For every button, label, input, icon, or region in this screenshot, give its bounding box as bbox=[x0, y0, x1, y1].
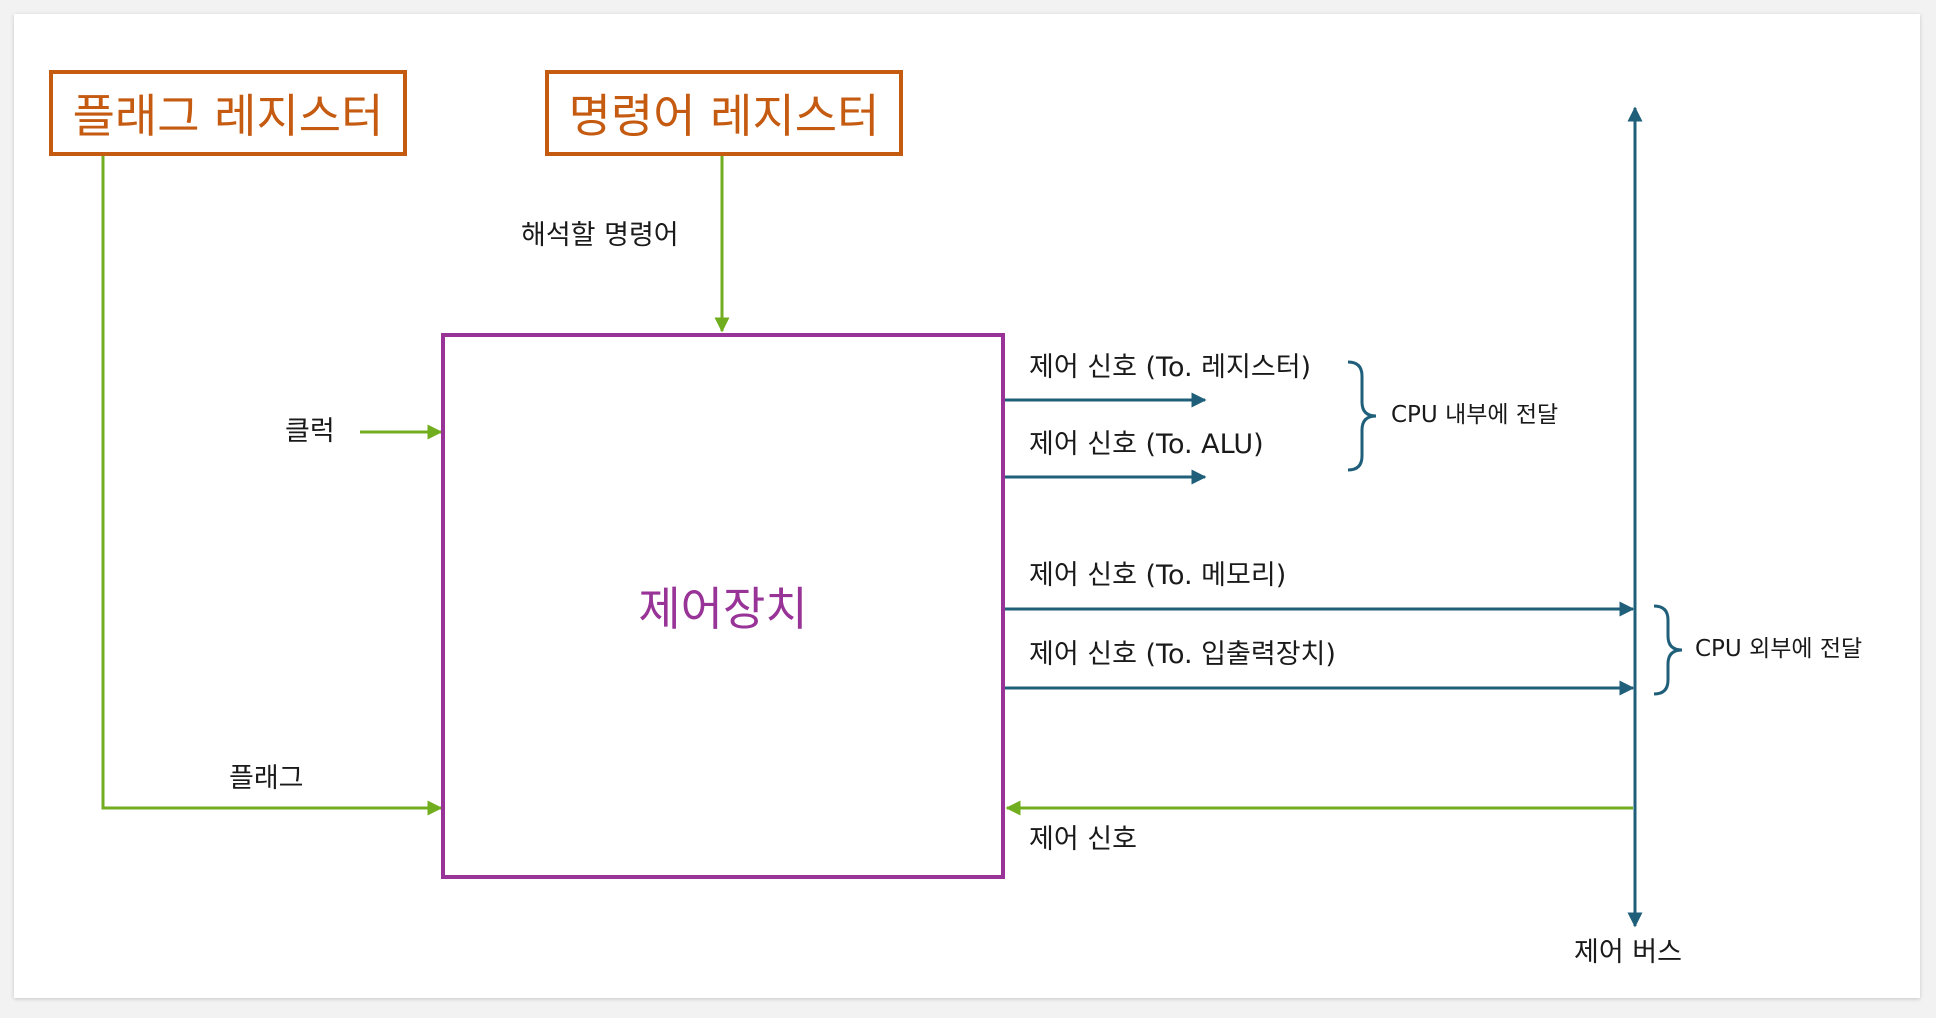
clock-label: 클럭 bbox=[285, 416, 335, 447]
flag-label: 플래그 bbox=[229, 763, 304, 794]
instruction-register-box: 명령어 레지스터 bbox=[545, 70, 903, 156]
instruction-to-decode-label: 해석할 명령어 bbox=[521, 220, 679, 251]
alu-signal-label: 제어 신호 (To. ALU) bbox=[1029, 429, 1264, 460]
diagram-panel bbox=[14, 14, 1920, 998]
flag-register-label: 플래그 레지스터 bbox=[72, 89, 384, 143]
control-unit-box: 제어장치 bbox=[441, 333, 1005, 879]
flag-wire bbox=[101, 156, 443, 816]
incoming-signal-label: 제어 신호 bbox=[1029, 824, 1137, 855]
outside-cpu-label: CPU 외부에 전달 bbox=[1695, 636, 1863, 662]
outside-cpu-brace bbox=[1653, 604, 1683, 696]
inside-cpu-brace bbox=[1347, 360, 1377, 472]
control-bus-label: 제어 버스 bbox=[1574, 937, 1682, 968]
flag-register-box: 플래그 레지스터 bbox=[49, 70, 407, 156]
control-unit-label: 제어장치 bbox=[638, 582, 808, 636]
instruction-register-label: 명령어 레지스터 bbox=[568, 89, 880, 143]
register-signal-label: 제어 신호 (To. 레지스터) bbox=[1029, 352, 1312, 383]
inside-cpu-label: CPU 내부에 전달 bbox=[1391, 402, 1559, 428]
io-signal-label: 제어 신호 (To. 입출력장치) bbox=[1029, 639, 1336, 670]
memory-signal-label: 제어 신호 (To. 메모리) bbox=[1029, 560, 1287, 591]
